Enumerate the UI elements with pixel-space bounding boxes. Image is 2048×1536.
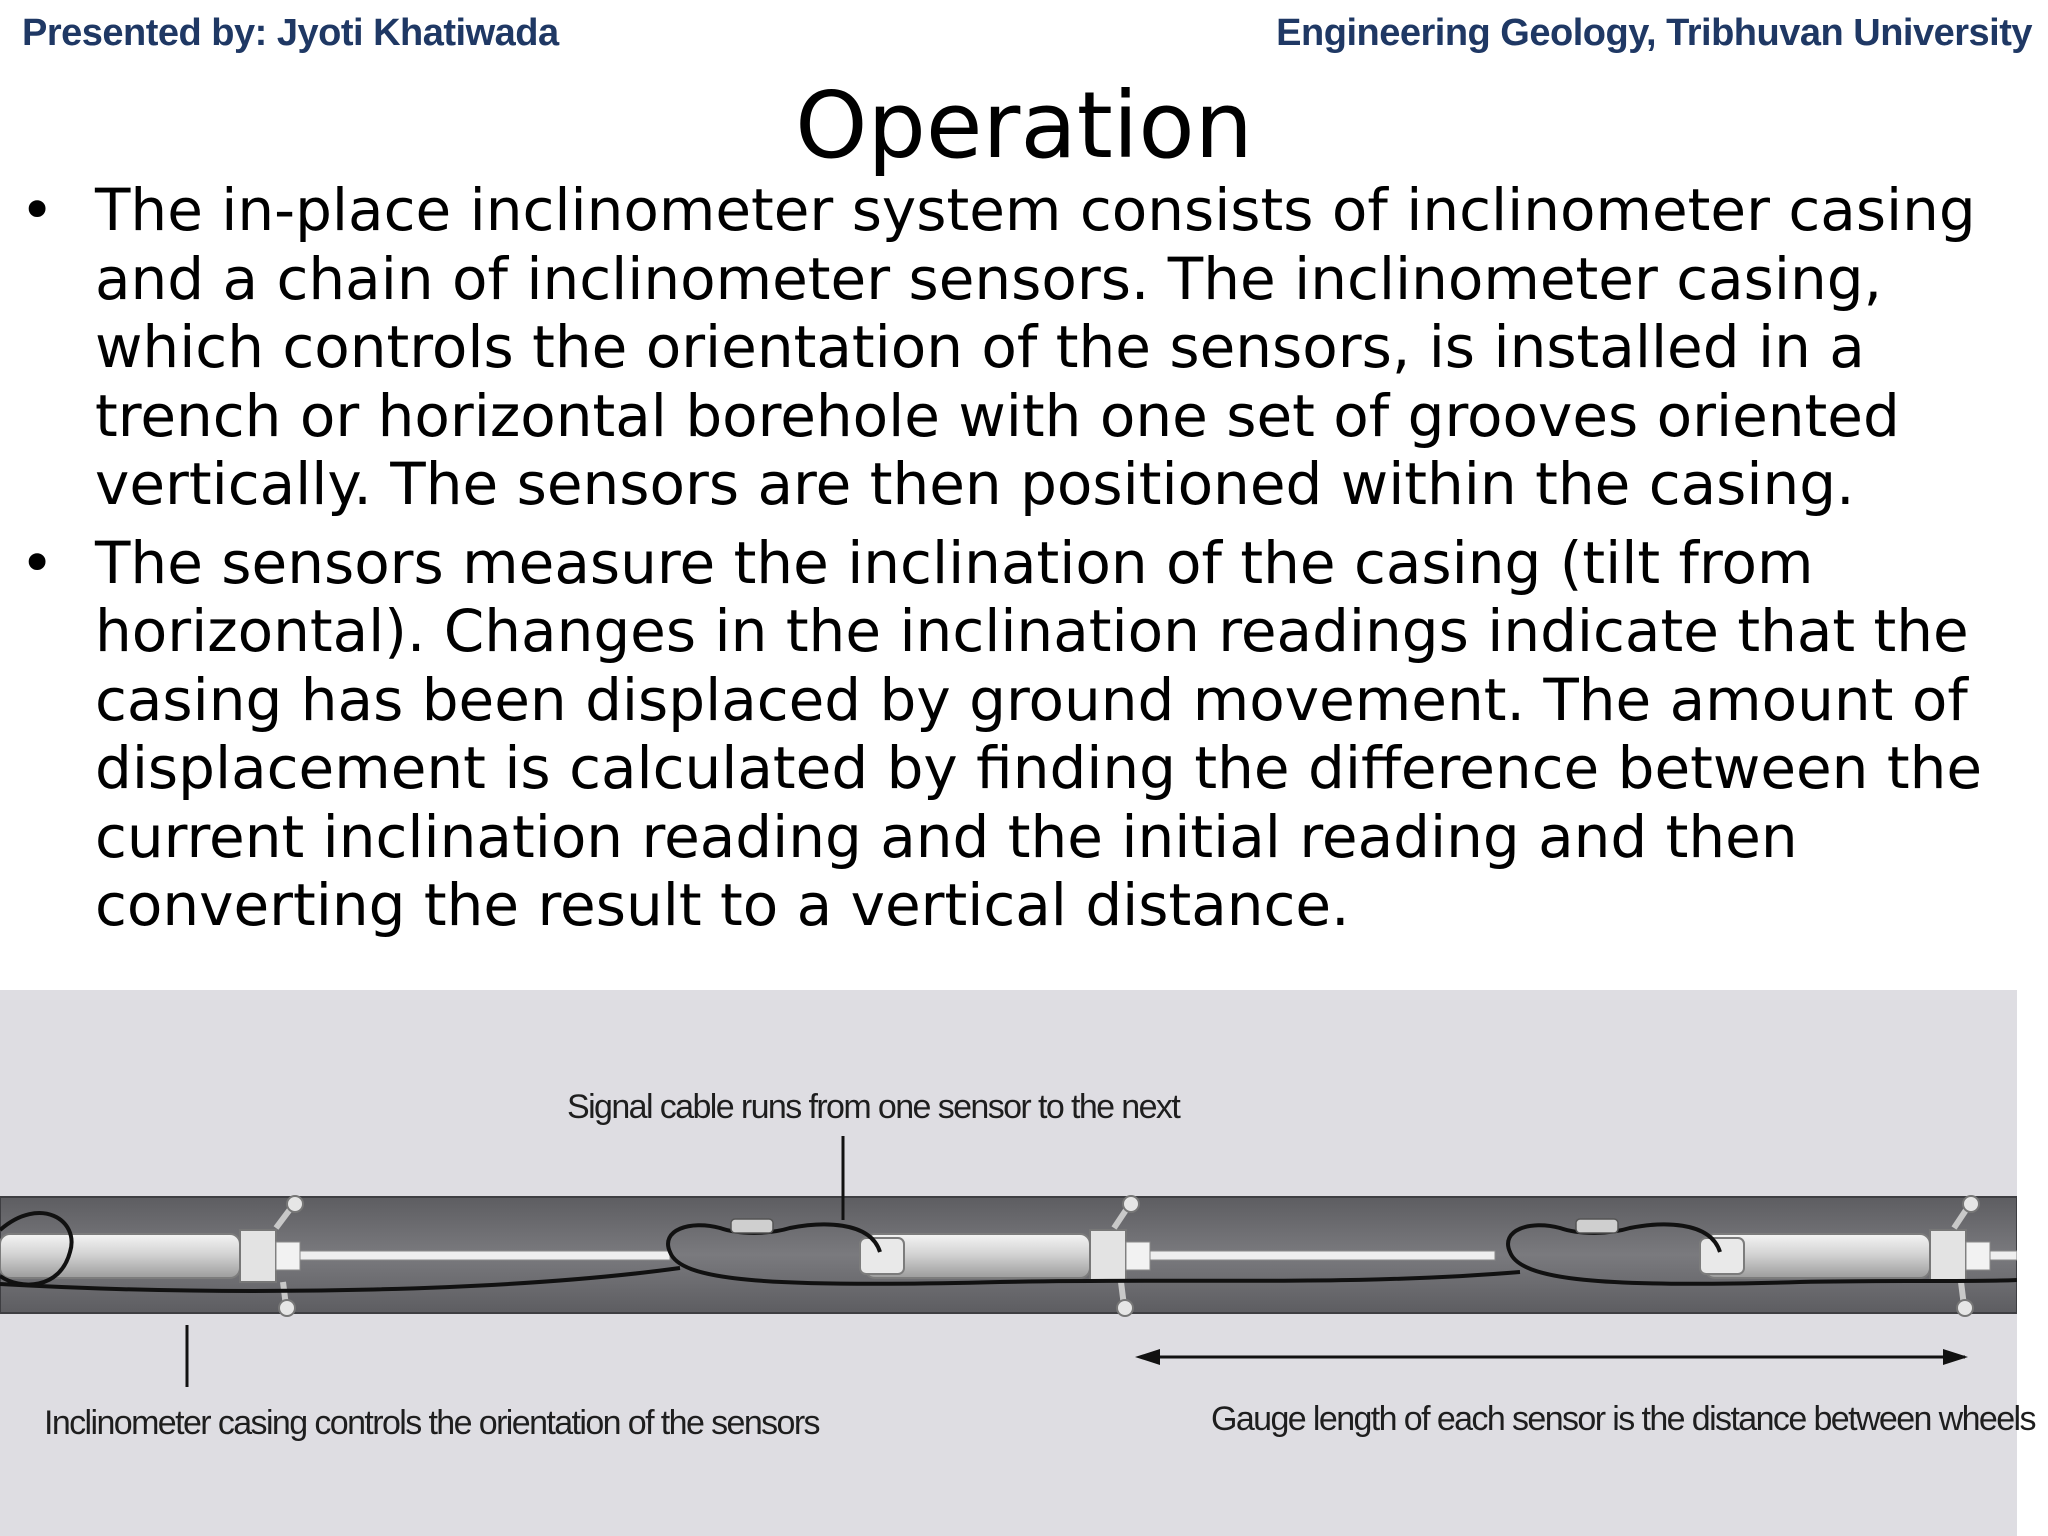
inclinometer-diagram: Signal cable runs from one sensor to the… <box>0 990 2037 1536</box>
bullet-line: The sensors measure the inclination of t… <box>95 528 1814 597</box>
inclinometer-illustration <box>0 1136 2017 1387</box>
wheel-assembly <box>1929 1195 1991 1317</box>
gauge-length-arrow <box>1135 1349 1968 1365</box>
gauge-length-label: Gauge length of each sensor is the dista… <box>1211 1400 2037 1438</box>
connector-rod <box>1144 1250 1496 1261</box>
signal-cable <box>1506 1222 2017 1286</box>
bullet-marker: • <box>20 176 55 244</box>
cable-splice <box>730 1218 774 1234</box>
signal-cable-label: Signal cable runs from one sensor to the… <box>567 1088 1181 1126</box>
bullet-line: which controls the orientation of the se… <box>95 313 1865 381</box>
wheel-assembly <box>1089 1195 1151 1317</box>
bullet-marker: • <box>20 528 55 597</box>
bullet-item: • The sensors measure the inclination of… <box>20 529 2010 940</box>
bullet-line: horizontal). Changes in the inclination … <box>95 597 1969 665</box>
bullet-list: • The in-place inclinometer system consi… <box>20 176 2010 950</box>
bullet-line: vertically. The sensors are then positio… <box>95 450 1855 518</box>
signal-cable <box>666 1222 1521 1286</box>
presenter-credit: Presented by: Jyoti Khatiwada <box>22 12 559 54</box>
sensor-body <box>0 1233 241 1279</box>
bullet-line: casing has been displaced by ground move… <box>95 665 1968 734</box>
signal-cable <box>0 1266 681 1293</box>
bullet-line: current inclination reading and the init… <box>95 802 1798 871</box>
sensor-cap <box>859 1237 905 1275</box>
bullet-item: • The in-place inclinometer system consi… <box>20 176 2010 519</box>
slide-title: Operation <box>795 72 1253 179</box>
cable-splice <box>1575 1218 1619 1234</box>
bullet-line: The in-place inclinometer system consist… <box>95 176 1976 244</box>
casing-label: Inclinometer casing controls the orienta… <box>44 1404 821 1442</box>
bullet-line: converting the result to a vertical dist… <box>95 871 1350 939</box>
bullet-line: displacement is calculated by finding th… <box>95 734 1983 802</box>
sensor-cap <box>1699 1237 1745 1275</box>
wheel-assembly <box>239 1195 304 1317</box>
connector-rod <box>299 1250 671 1261</box>
bullet-line: trench or horizontal borehole with one s… <box>95 381 1900 450</box>
institution-credit: Engineering Geology, Tribhuvan Universit… <box>1276 12 2032 54</box>
bullet-line: and a chain of inclinometer sensors. The… <box>95 244 1883 313</box>
